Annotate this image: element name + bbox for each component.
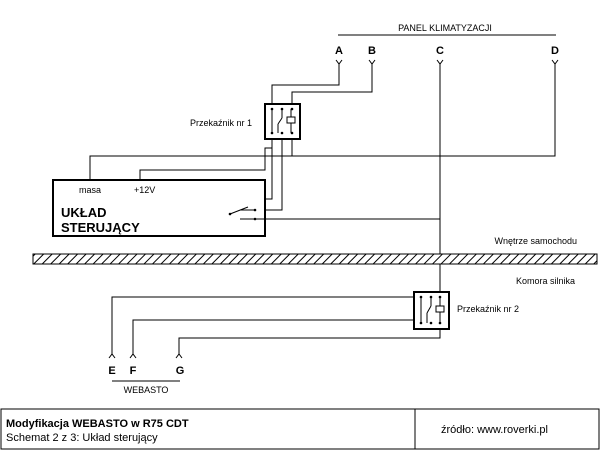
wire-g <box>178 329 441 354</box>
terminal-g-label: G <box>176 365 185 377</box>
control-unit <box>52 179 266 237</box>
wire-d <box>89 64 556 180</box>
footer-title: Modyfikacja WEBASTO w R75 CDT <box>6 418 189 430</box>
relay-2-label: Przekaźnik nr 2 <box>457 304 519 314</box>
terminal-e-label: E <box>108 365 115 377</box>
terminal-f-label: F <box>130 365 137 377</box>
wire-b <box>291 64 373 104</box>
wire-12v <box>139 147 272 180</box>
pin-ground-label: masa <box>79 185 101 195</box>
wire-e <box>111 296 414 354</box>
footer-frame <box>0 408 600 450</box>
relay-1-internals <box>270 107 296 135</box>
relay-1-label: Przekaźnik nr 1 <box>190 118 252 128</box>
wire-a <box>271 64 340 104</box>
control-unit-title-1: UKŁAD <box>61 205 107 220</box>
webasto-connectors <box>108 353 183 359</box>
terminal-b-label: B <box>368 45 376 57</box>
terminal-a-label: A <box>335 45 343 57</box>
zone-interior-label: Wnętrze samochodu <box>494 236 577 246</box>
firewall-partition <box>32 253 598 265</box>
pin-power-label: +12V <box>134 185 155 195</box>
zone-engine-label: Komora silnika <box>516 276 575 286</box>
terminal-c-label: C <box>436 45 444 57</box>
footer-source: źródło: www.roverki.pl <box>441 424 548 436</box>
terminal-d-label: D <box>551 45 559 57</box>
control-unit-switch <box>228 206 257 221</box>
control-unit-title-2: STERUJĄCY <box>61 220 140 235</box>
panel-connectors <box>335 59 559 65</box>
wire-f <box>132 319 414 354</box>
relay-2-internals <box>419 295 445 325</box>
webasto-label: WEBASTO <box>124 385 169 395</box>
panel-title: PANEL KLIMATYZACJI <box>398 23 492 33</box>
footer-subtitle: Schemat 2 z 3: Układ sterujący <box>6 432 158 444</box>
